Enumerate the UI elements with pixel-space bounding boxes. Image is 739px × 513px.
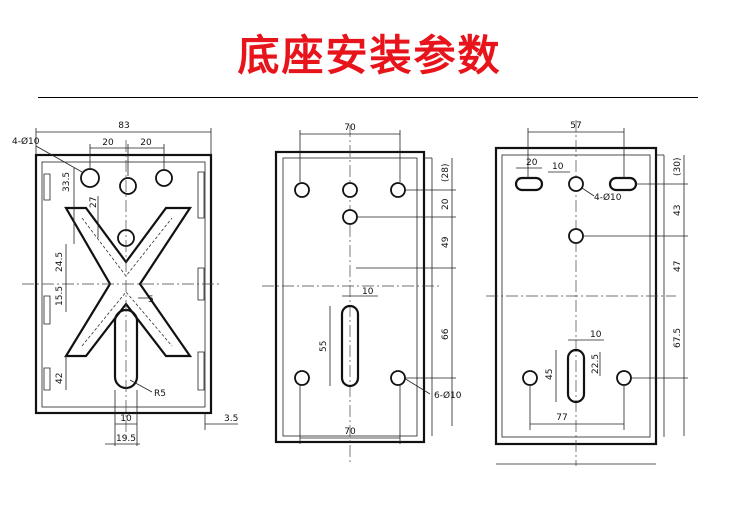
view-1-inner-frame	[41, 161, 206, 408]
view-2-hole-top-center	[342, 182, 358, 198]
view-3-dim-47: 47	[673, 261, 683, 272]
view-3-hole-mid	[568, 228, 584, 244]
view-1-dim-5: 5	[148, 295, 154, 305]
view-1-right-tab-bottom	[197, 351, 205, 391]
view-2-dim-55: 55	[319, 341, 329, 352]
page-title: 底座安装参数	[237, 31, 502, 80]
view-1-dim-r5: R5	[154, 389, 166, 399]
title-divider	[38, 97, 698, 98]
view-3-holes-leader	[581, 187, 595, 197]
view-1-dim-r5-leader	[129, 379, 153, 393]
view-3-hole-top	[568, 176, 584, 192]
view-1-x-bracket: 83 20 20 4-Ø10 33.5 27 24.5 15.5 5 42 R5…	[12, 121, 238, 446]
view-2-hole-top-right	[390, 182, 406, 198]
view-2-holes-label: 6-Ø10	[434, 390, 462, 401]
view-1-dim-3-5: 3.5	[224, 414, 238, 424]
view-1-left-tab-top	[43, 173, 51, 201]
view-2-hole-bottom-right	[390, 370, 406, 386]
view-3-hole-bottom-left	[522, 370, 538, 386]
view-1-dim-42: 42	[55, 373, 65, 384]
view-2-hole-bottom-left	[294, 370, 310, 386]
view-3-slot-right	[608, 176, 638, 192]
view-3-holes-label: 4-Ø10	[594, 192, 622, 203]
view-3-slot-bottom	[566, 348, 586, 404]
view-1-holes-label: 4-Ø10	[12, 136, 40, 147]
view-3-dim-77: 77	[556, 413, 567, 423]
view-1-dim-24-5: 24.5	[55, 252, 65, 272]
view-3-dim-20: 20	[526, 158, 538, 168]
view-3-dim-10: 10	[552, 162, 564, 172]
view-2-dim-28: (28)	[441, 164, 451, 182]
view-2-slot	[340, 304, 360, 388]
view-3-dim-10b: 10	[590, 330, 602, 340]
view-2-plate: 70 (28) 20 49 10 55 66 6-Ø10 70	[262, 123, 462, 462]
view-2-holes-leader	[403, 377, 431, 395]
view-1-x-hidden-upper	[81, 217, 173, 277]
view-1-left-tab-bottom	[43, 367, 51, 391]
view-1-dim-27: 27	[89, 197, 99, 208]
view-2-dim-10: 10	[362, 287, 374, 297]
view-2-dim-49: 49	[441, 236, 451, 248]
view-3-dim-43: 43	[673, 205, 683, 216]
view-3-plate: 57 20 10 4-Ø10 (30) 43 47 67.5 10 45 22.…	[486, 120, 688, 466]
view-1-dim-15-5: 15.5	[55, 286, 65, 306]
view-2-dim-66: 66	[441, 328, 451, 340]
view-2-hole-upper-center	[342, 209, 358, 225]
view-2-hole-top-left	[294, 182, 310, 198]
view-1-right-tab-mid	[197, 267, 205, 301]
view-1-dim-10: 10	[120, 414, 132, 424]
view-1-left-tab-mid	[43, 295, 51, 325]
view-2-dim-70-bottom: 70	[344, 427, 356, 437]
view-3-slot-left	[514, 176, 544, 192]
view-3-dim-45: 45	[545, 369, 555, 380]
view-1-hole-1	[80, 168, 100, 188]
view-1-hole-3	[155, 169, 173, 187]
view-1-dim-33-5: 33.5	[62, 172, 72, 192]
view-3-dim-57: 57	[570, 121, 581, 131]
view-2-dim-20: 20	[441, 198, 451, 210]
view-2-dim-70-top: 70	[344, 123, 356, 133]
view-3-dim-22-5: 22.5	[591, 354, 601, 374]
view-3-dim-30: (30)	[673, 158, 683, 176]
view-1-dim-20b: 20	[140, 138, 152, 148]
view-1-hole-2	[119, 177, 137, 195]
view-3-hole-bottom-right	[616, 370, 632, 386]
view-1-dim-83: 83	[118, 121, 129, 131]
view-1-right-tab-top	[197, 171, 205, 219]
view-1-x-hidden-lower	[81, 291, 173, 347]
view-1-dim-20a: 20	[102, 138, 114, 148]
view-1-hole-leader	[35, 145, 83, 173]
view-1-dim-19-5: 19.5	[116, 434, 136, 444]
view-3-dim-67-5: 67.5	[673, 328, 683, 348]
